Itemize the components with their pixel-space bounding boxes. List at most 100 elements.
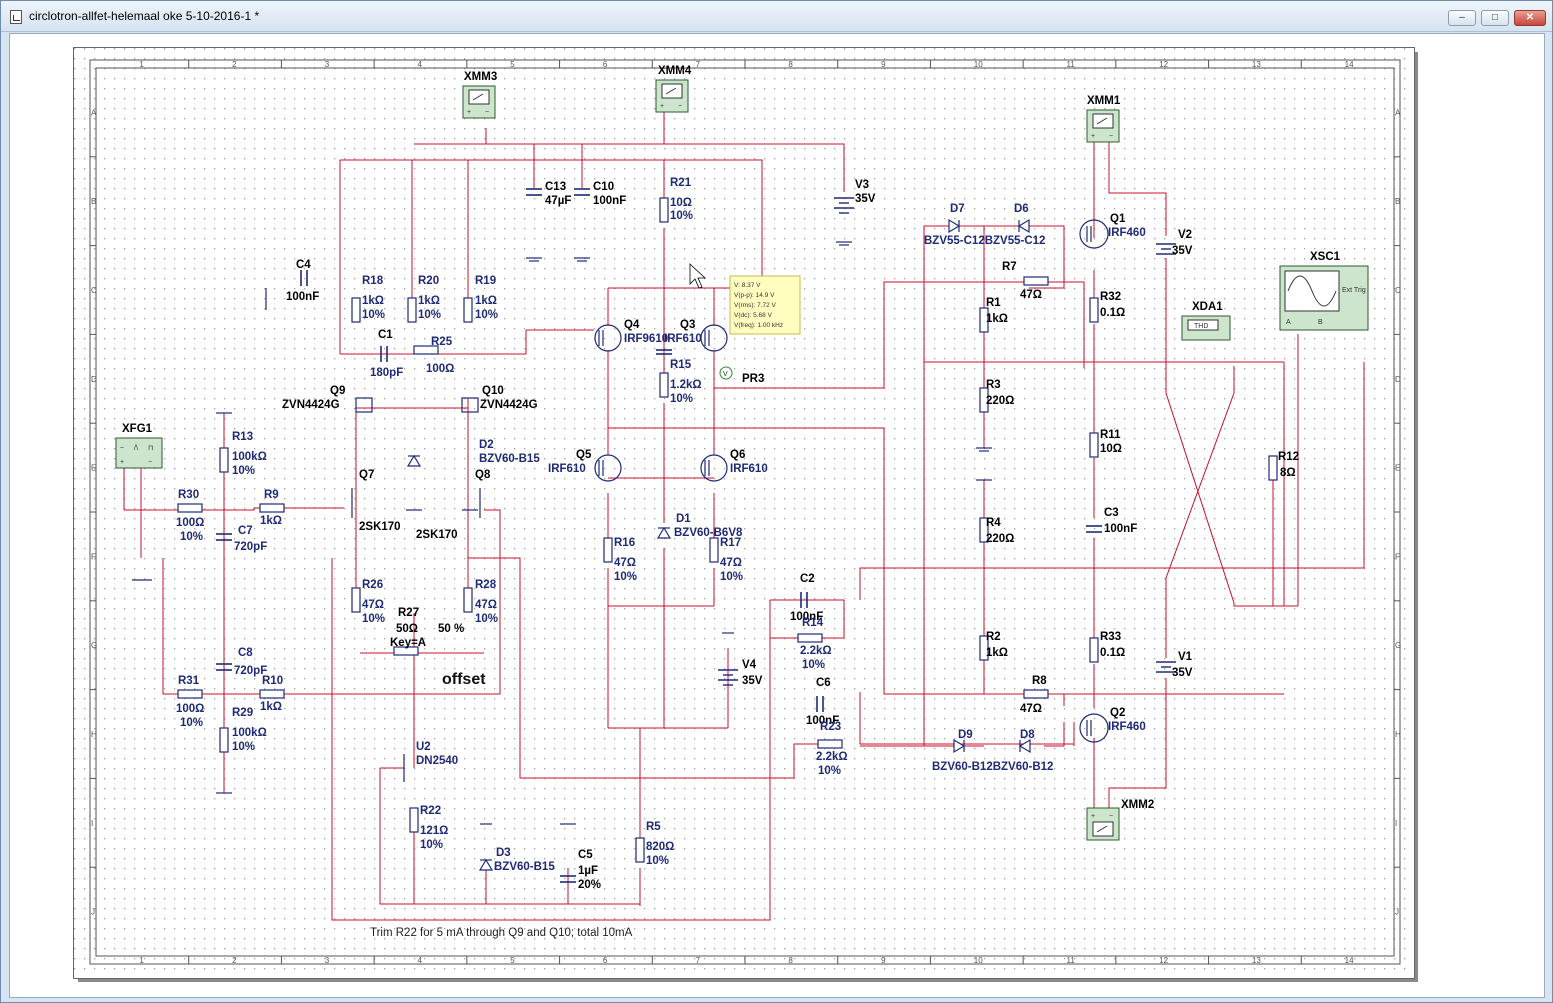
ruler-column-label: 14 <box>1345 956 1354 965</box>
ruler-row-label: D <box>1395 375 1401 384</box>
svg-text:V(rms): 7.72 V: V(rms): 7.72 V <box>734 302 777 309</box>
svg-text:D2: D2 <box>479 439 494 451</box>
svg-text:R31: R31 <box>178 675 200 687</box>
svg-text:1kΩ: 1kΩ <box>362 295 384 307</box>
svg-text:220Ω: 220Ω <box>986 395 1014 407</box>
resistor-body <box>259 503 285 513</box>
svg-text:8Ω: 8Ω <box>1280 467 1296 479</box>
svg-text:D8: D8 <box>1020 729 1035 741</box>
svg-text:1kΩ: 1kΩ <box>475 295 497 307</box>
svg-text:R7: R7 <box>1002 261 1017 273</box>
multimeter-xmm1[interactable]: + − XMM1 <box>1086 95 1121 143</box>
svg-text:Q8: Q8 <box>475 469 491 481</box>
svg-text:−: − <box>485 109 489 116</box>
svg-text:820Ω: 820Ω <box>646 841 674 853</box>
svg-text:10%: 10% <box>180 717 203 729</box>
svg-text:100nF: 100nF <box>790 611 823 623</box>
svg-text:0.1Ω: 0.1Ω <box>1100 647 1125 659</box>
resistor-body <box>177 689 203 699</box>
svg-text:47Ω: 47Ω <box>475 599 497 611</box>
probe-tooltip: V: 8.37 V V(p-p): 14.9 V V(rms): 7.72 V … <box>729 275 801 335</box>
svg-text:R14: R14 <box>802 617 824 629</box>
svg-text:10%: 10% <box>475 613 498 625</box>
svg-text:R18: R18 <box>362 275 384 287</box>
resistor-body <box>979 307 989 333</box>
svg-text:10%: 10% <box>362 613 385 625</box>
svg-text:35V: 35V <box>1172 245 1193 257</box>
resistor-body <box>1023 689 1049 699</box>
svg-text:R21: R21 <box>670 177 692 189</box>
svg-text:B: B <box>1318 319 1323 326</box>
svg-text:+: + <box>467 109 471 116</box>
resistor-body <box>603 537 613 563</box>
resistor-body <box>351 587 361 613</box>
svg-text:10%: 10% <box>232 465 255 477</box>
ground-symbols <box>132 241 992 825</box>
resistor-body <box>979 635 989 661</box>
function-generator-xfg1[interactable]: ~/\⊓ + − XFG1 <box>115 423 163 469</box>
svg-text:47Ω: 47Ω <box>614 557 636 569</box>
oscilloscope-xsc1[interactable]: Ext Trig A B XSC1 <box>1279 251 1369 331</box>
multimeter-xmm2[interactable]: + − XMM2 <box>1086 799 1154 841</box>
svg-text:2.2kΩ: 2.2kΩ <box>816 751 848 763</box>
svg-text:Q6: Q6 <box>730 449 745 461</box>
svg-text:47Ω: 47Ω <box>1020 703 1042 715</box>
svg-text:220Ω: 220Ω <box>986 533 1014 545</box>
resistor-body <box>817 739 843 749</box>
ruler-column-label: 8 <box>788 956 793 965</box>
svg-text:R8: R8 <box>1032 675 1047 687</box>
ruler-column-label: 9 <box>881 60 886 69</box>
svg-text:R27: R27 <box>398 607 419 619</box>
svg-text:BZV55-C12BZV55-C12: BZV55-C12BZV55-C12 <box>924 235 1045 247</box>
ruler-row-label: I <box>91 819 93 828</box>
svg-text:10%: 10% <box>720 571 743 583</box>
ruler-column-label: 11 <box>1067 956 1076 965</box>
multimeter-xmm4[interactable]: + − XMM4 <box>655 65 692 113</box>
svg-text:47µF: 47µF <box>545 195 571 207</box>
ruler-row-label: A <box>1395 108 1401 117</box>
minimize-button[interactable]: – <box>1448 10 1476 26</box>
svg-text:DN2540: DN2540 <box>416 755 458 767</box>
svg-text:35V: 35V <box>1172 667 1193 679</box>
xmm1-label: XMM1 <box>1087 95 1121 107</box>
maximize-button[interactable]: □ <box>1481 10 1509 26</box>
svg-text:R13: R13 <box>232 431 253 443</box>
ruler-column-label: 7 <box>696 60 701 69</box>
svg-text:10%: 10% <box>670 210 693 222</box>
distortion-analyzer-xda1[interactable]: THD XDA1 <box>1181 301 1231 341</box>
ruler-column-label: 12 <box>1159 60 1168 69</box>
svg-text:C1: C1 <box>378 329 393 341</box>
svg-text:Q4: Q4 <box>624 319 640 331</box>
svg-text:180pF: 180pF <box>370 367 403 379</box>
svg-text:100Ω: 100Ω <box>176 703 204 715</box>
svg-text:R20: R20 <box>418 275 439 287</box>
ruler-column-label: 14 <box>1345 60 1354 69</box>
xsc1-label: XSC1 <box>1310 251 1341 263</box>
svg-text:BZV60-B12BZV60-B12: BZV60-B12BZV60-B12 <box>932 761 1053 773</box>
svg-text:R19: R19 <box>475 275 496 287</box>
ruler-row-label: A <box>91 108 97 117</box>
svg-text:V(freq): 1.00 kHz: V(freq): 1.00 kHz <box>734 322 783 329</box>
svg-text:V: V <box>723 371 728 378</box>
ruler-row-label: F <box>1395 552 1400 561</box>
svg-text:2SK170: 2SK170 <box>359 521 401 533</box>
svg-text:D7: D7 <box>950 203 965 215</box>
multimeter-xmm3[interactable]: + − XMM3 <box>462 71 497 119</box>
svg-text:Key=A: Key=A <box>390 637 426 649</box>
voltage-probe-pr3[interactable]: V PR3 <box>719 366 764 385</box>
resistor-body <box>463 297 473 323</box>
svg-text:C7: C7 <box>238 525 253 537</box>
svg-text:20%: 20% <box>578 879 601 891</box>
svg-text:IRF610: IRF610 <box>664 333 702 345</box>
close-button[interactable]: ✕ <box>1514 10 1546 26</box>
svg-text:−: − <box>678 103 682 110</box>
svg-text:V2: V2 <box>1178 229 1192 241</box>
resistor-body <box>219 447 229 473</box>
